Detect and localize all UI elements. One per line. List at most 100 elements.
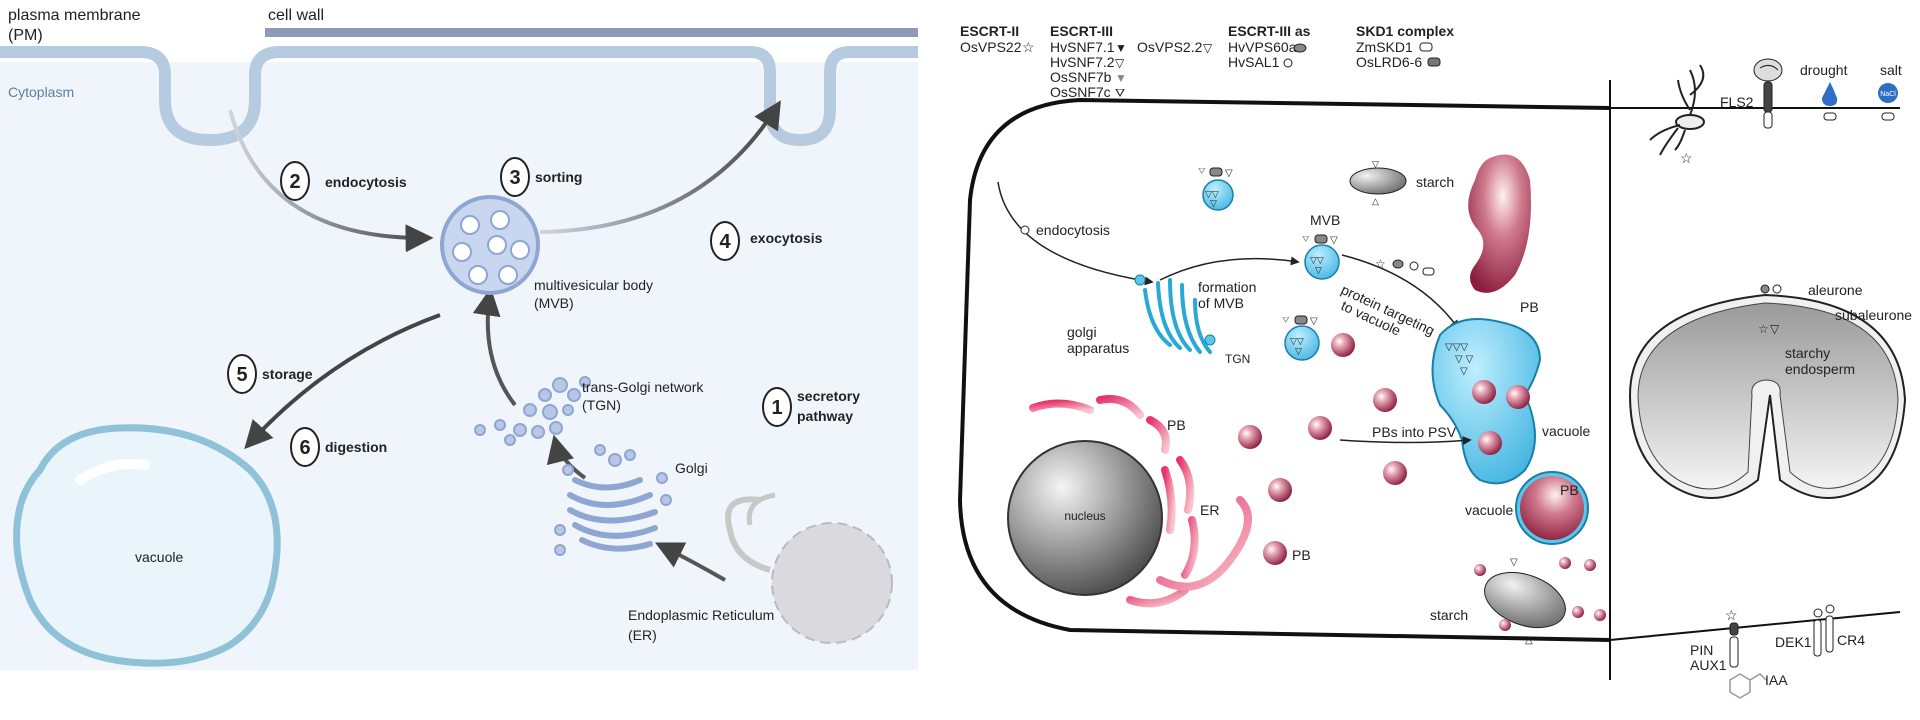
mvb-organelle: [440, 195, 540, 295]
triangle-down-grey-icon: ▼: [1115, 71, 1127, 85]
protein-body: [1308, 416, 1332, 440]
svg-text:▽: ▽: [1460, 366, 1468, 377]
golgi-to-tgn-arrow: [546, 434, 587, 480]
legend-escrt2-title: ESCRT-II: [960, 23, 1019, 39]
svg-text:3: 3: [509, 167, 520, 189]
cr4-label: CR4: [1837, 632, 1865, 648]
drought-label: drought: [1800, 62, 1848, 78]
plasma-membrane: [0, 46, 918, 147]
cell-wall-label: cell wall: [268, 7, 324, 24]
protein-body: [1238, 425, 1262, 449]
legend-escrt3-item: OsSNF7c: [1050, 84, 1111, 100]
legend-escrt3as-title: ESCRT-III as: [1228, 23, 1311, 39]
pb-label-large: PB: [1520, 299, 1539, 315]
step-2-label: endocytosis: [325, 174, 407, 190]
formation-label-2: of MVB: [1198, 295, 1244, 311]
starch-label-top: starch: [1416, 174, 1454, 190]
step-3-label: sorting: [535, 169, 582, 185]
svg-text:⛛: ⛛: [1282, 315, 1290, 325]
right-panel: ☆ FLS2 drought salt NaCl ☆ ▽ aleurone su…: [1609, 58, 1912, 699]
tgn-label-mid: TGN: [1225, 352, 1250, 366]
mvb-small: ▽▽ ▽ ▽ ⛛: [1198, 166, 1234, 211]
pb-label-free: PB: [1292, 547, 1311, 563]
psv-vacuole-label: vacuole: [1465, 502, 1513, 518]
golgi-apparatus: [1143, 278, 1212, 354]
golgi-label-mid-2: apparatus: [1067, 340, 1129, 356]
er-label-mid: ER: [1200, 502, 1219, 518]
svg-text:▽: ▽: [1330, 235, 1338, 246]
svg-text:1: 1: [771, 397, 782, 419]
triangle-down-dotted-icon: ⛛: [1115, 86, 1125, 100]
formation-label: formation: [1198, 279, 1256, 295]
nacl-label: NaCl: [1880, 91, 1896, 98]
golgi-organelle: [567, 477, 658, 552]
svg-text:▽: ▽: [1210, 198, 1217, 208]
star-icon: ☆: [1758, 322, 1769, 336]
water-drop-icon: [1822, 82, 1838, 106]
triangle-down-outline-icon: ▽: [1203, 41, 1213, 55]
pbs-into-psv-label: PBs into PSV: [1372, 424, 1457, 440]
vacuole-label-mid: vacuole: [1542, 423, 1590, 439]
golgi-label: Golgi: [675, 460, 708, 476]
step-5-badge: 5: [227, 354, 257, 394]
svg-text:4: 4: [719, 231, 731, 253]
legend-escrt3-item: OsSNF7b: [1050, 69, 1112, 85]
aux1-label: AUX1: [1690, 657, 1727, 673]
step-5-label: storage: [262, 366, 313, 382]
legend-skd1-item: OsLRD6-6: [1356, 54, 1422, 70]
svg-text:☆: ☆: [1375, 257, 1386, 271]
step-1-badge: 1: [762, 387, 792, 427]
tgn-organelle: [474, 376, 591, 446]
vacuole-cargo: ▽▽▽ ▽ ▽ ▽: [1445, 342, 1473, 377]
starch-granule-top: ▽ △: [1349, 159, 1407, 206]
legend-escrt2-item: OsVPS22: [960, 39, 1022, 55]
vacuole-label: vacuole: [135, 549, 183, 565]
triangle-down-outline-icon: ▽: [1770, 322, 1780, 336]
svg-text:▽▽▽: ▽▽▽: [1445, 342, 1468, 353]
step-3-badge: 3: [500, 157, 530, 197]
tgn-label: trans-Golgi network: [582, 379, 704, 395]
er-membranes: [1029, 395, 1252, 608]
triangle-down-filled-icon: ▼: [1115, 41, 1127, 55]
iaa-label: IAA: [1765, 672, 1788, 688]
tgn-label-abbrev: (TGN): [582, 397, 621, 413]
psv-protein-body: [1520, 476, 1584, 540]
salt-receptor: [1881, 112, 1895, 121]
vacuole-organelle: [13, 424, 281, 667]
nacl-icon: [1878, 83, 1898, 103]
pm-label: plasma membrane: [8, 7, 141, 24]
step-6-label: digestion: [325, 439, 387, 455]
svg-text:⛛: ⛛: [1302, 234, 1310, 244]
nucleus-label: nucleus: [1064, 509, 1105, 523]
pbs-into-psv-arrow: [1339, 436, 1472, 446]
exocytosis-arrow: [539, 100, 781, 234]
protein-body: [1373, 388, 1397, 412]
protein-body: [1331, 333, 1355, 357]
pb-in-vacuole: [1506, 385, 1530, 409]
step-1-label: secretory: [797, 388, 860, 404]
aleurone-layer: [1637, 302, 1899, 490]
cell-wall: [265, 28, 918, 37]
legend-escrt3as-item: HvVPS60a: [1228, 39, 1297, 55]
svg-text:▽: ▽: [1310, 316, 1318, 327]
escrt-legend: ESCRT-II OsVPS22 ☆ ESCRT-III HvSNF7.1 Hv…: [960, 23, 1454, 100]
pb-label-er: PB: [1167, 417, 1186, 433]
dek1-cr4-receptors: [1813, 604, 1835, 657]
open-circle-icon: [1020, 225, 1030, 235]
aleurone-marker: [1760, 284, 1770, 294]
psv-pb-label: PB: [1560, 482, 1579, 498]
legend-skd1-item: ZmSKD1: [1356, 39, 1413, 55]
pm-label-abbrev: (PM): [8, 27, 43, 44]
middle-panel: endocytosis golgi apparatus TGN formatio…: [957, 80, 1611, 680]
iaa-molecule-icon: [1729, 673, 1767, 699]
mvb-label-mid: MVB: [1310, 212, 1340, 228]
svg-text:▽: ▽: [1372, 159, 1379, 169]
seedling-icon: [1649, 64, 1705, 156]
svg-text:▽▽: ▽▽: [1310, 255, 1324, 265]
nucleus: [1007, 440, 1163, 596]
aleurone-marker: [1772, 284, 1782, 294]
star-icon: ☆: [1680, 150, 1693, 166]
cargo-icons: ☆: [1375, 257, 1435, 276]
golgi-label-mid: golgi: [1067, 324, 1097, 340]
protein-body: [1268, 478, 1292, 502]
